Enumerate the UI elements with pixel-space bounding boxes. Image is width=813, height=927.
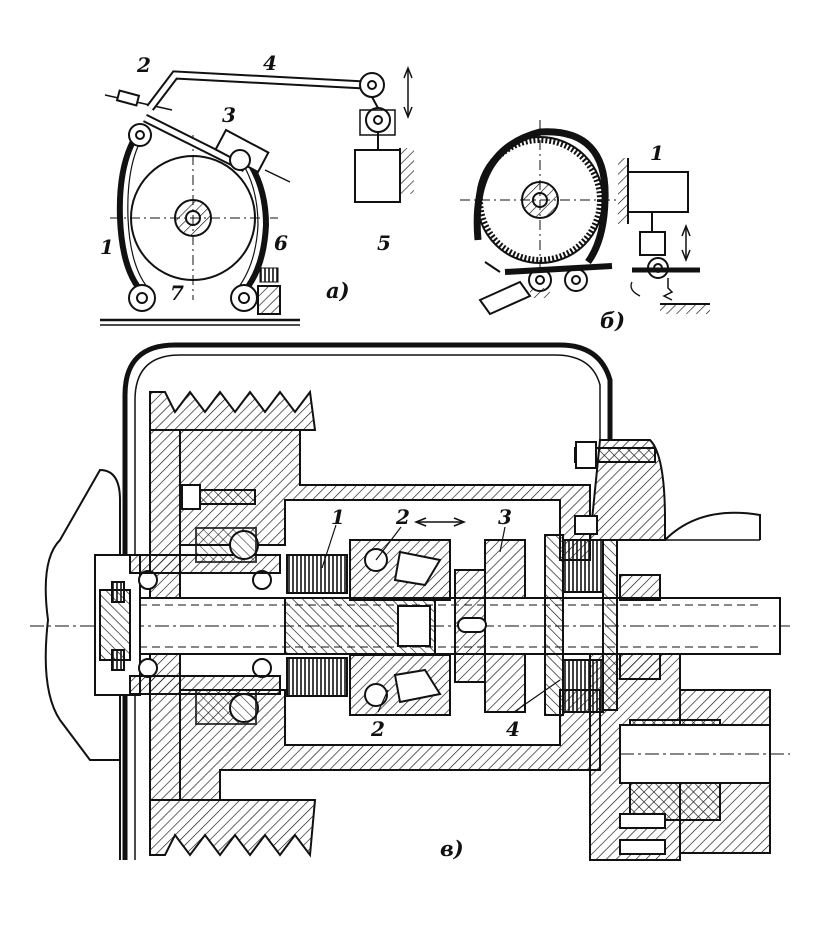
figure-b-labels: 1 б) bbox=[600, 141, 664, 333]
label-a-1: 1 bbox=[100, 235, 114, 259]
label-a-7: 7 bbox=[170, 281, 184, 305]
caption-b: б) bbox=[600, 308, 625, 333]
label-b-1: 1 bbox=[650, 141, 664, 165]
caption-c: в) bbox=[440, 836, 464, 861]
label-a-5: 5 bbox=[377, 231, 391, 255]
label-a-4: 4 bbox=[263, 51, 277, 75]
caption-a: а) bbox=[326, 278, 350, 303]
figure-a bbox=[100, 65, 414, 326]
label-c-1: 1 bbox=[331, 505, 345, 529]
label-c-2-bottom: 2 bbox=[370, 717, 385, 741]
figure-c-labels: 1 2 3 2 4 в) bbox=[331, 505, 520, 861]
label-a-2: 2 bbox=[136, 53, 151, 77]
label-c-4: 4 bbox=[506, 717, 520, 741]
label-a-6: 6 bbox=[274, 231, 288, 255]
figure-c bbox=[30, 342, 790, 861]
label-c-3: 3 bbox=[498, 505, 512, 529]
figure-b bbox=[460, 120, 710, 316]
label-a-3: 3 bbox=[222, 103, 236, 127]
figure-a-labels: 2 4 3 1 6 5 7 а) bbox=[100, 51, 391, 305]
label-c-2-top: 2 bbox=[395, 505, 410, 529]
